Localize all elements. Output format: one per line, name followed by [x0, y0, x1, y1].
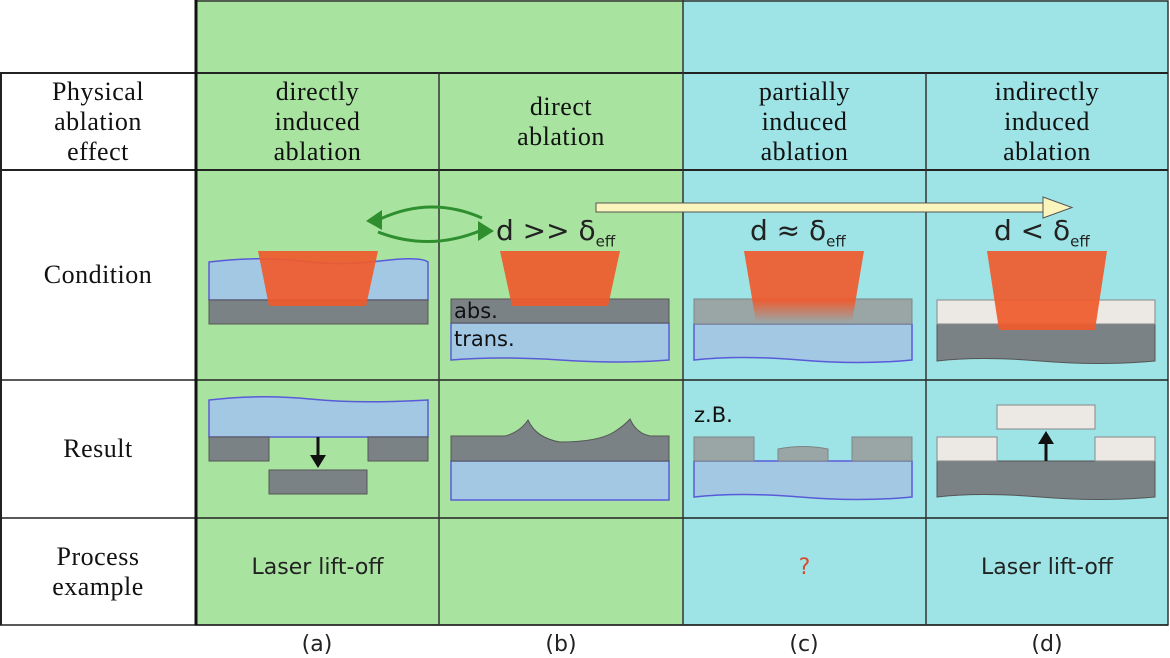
result-layer-left-c	[693, 436, 755, 462]
result-substrate-b	[450, 460, 670, 501]
condition-b: d >> δeff	[496, 214, 615, 251]
header-directly-induced: directly induced ablation	[273, 76, 362, 166]
row-label-condition: Condition	[43, 260, 153, 289]
column-id-c: (c)	[789, 632, 819, 657]
header-indirectly-induced: indirectly induced ablation	[994, 76, 1100, 166]
result-layer-left-d	[936, 436, 998, 462]
cycle-arrows	[377, 205, 483, 244]
result-layer-right-d	[1094, 436, 1156, 462]
substrate-b	[450, 322, 670, 363]
result-substrate-d	[936, 460, 1156, 500]
result-crater-b	[450, 418, 670, 462]
header-direct-ablation: direct ablation	[517, 91, 605, 151]
label-abs: abs.	[454, 299, 498, 323]
column-id-a: (a)	[301, 632, 333, 657]
condition-b-sub: eff	[595, 232, 616, 251]
laser-beam-a	[258, 251, 378, 306]
condition-d-text: d < δ	[994, 214, 1071, 247]
result-note-c: z.B.	[694, 403, 733, 427]
row-label-effect: Physical ablation effect	[51, 76, 145, 166]
result-ejected-a	[268, 469, 368, 495]
row-label-process: Process example	[52, 541, 144, 601]
column-id-b: (b)	[545, 632, 577, 657]
substrate-c	[693, 323, 913, 364]
process-d: Laser lift-off	[981, 555, 1113, 580]
condition-c-sub: eff	[826, 232, 846, 251]
result-substrate-a	[208, 395, 429, 438]
row-label-result: Result	[63, 434, 133, 463]
process-c: ?	[798, 555, 811, 580]
laser-beam-b	[500, 251, 620, 306]
result-ejected-d	[996, 404, 1096, 430]
label-trans: trans.	[454, 327, 515, 351]
condition-c-text: d ≈ δ	[750, 214, 827, 247]
result-layer-right-a	[367, 436, 429, 462]
process-a: Laser lift-off	[251, 555, 384, 580]
substrate-d	[936, 323, 1156, 364]
condition-c: d ≈ δeff	[750, 214, 846, 251]
result-remnant-c	[777, 446, 829, 462]
down-arrow-icon	[310, 455, 326, 468]
up-arrow-icon	[1038, 431, 1054, 444]
laser-beam-d	[987, 251, 1107, 330]
result-substrate-c	[693, 460, 913, 501]
condition-b-text: d >> δ	[496, 214, 596, 247]
result-layer-left-a	[208, 436, 270, 462]
result-layer-right-c	[851, 436, 913, 462]
laser-beam-c	[744, 251, 864, 322]
column-id-d: (d)	[1031, 632, 1063, 657]
condition-d-sub: eff	[1070, 232, 1090, 251]
header-partially-induced: partially induced ablation	[758, 76, 851, 166]
condition-d: d < δeff	[994, 214, 1090, 251]
